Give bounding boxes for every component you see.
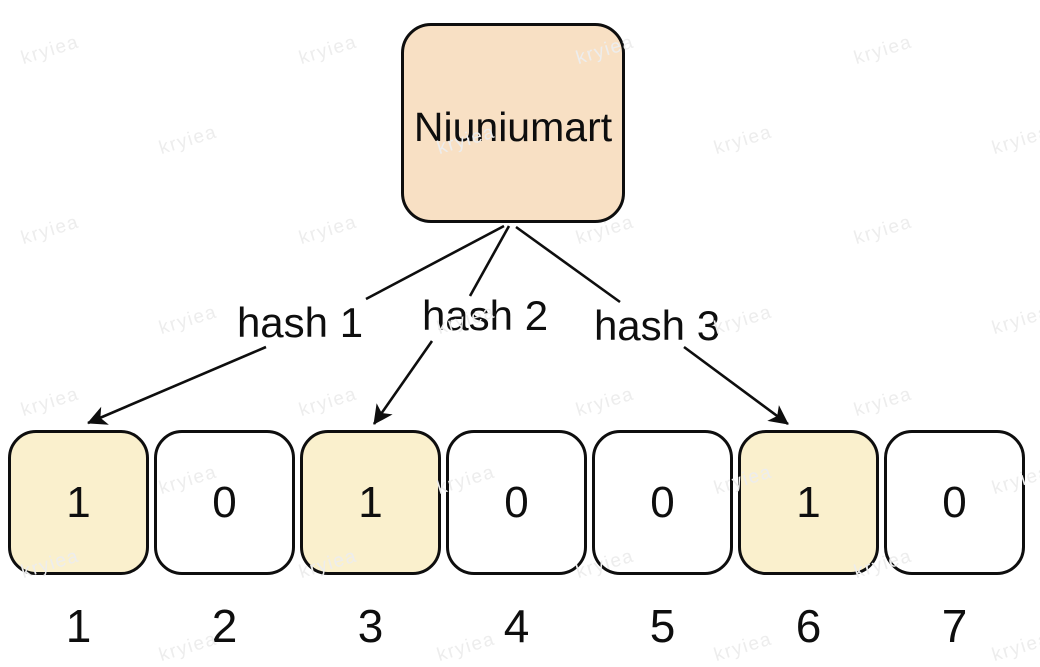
arrow-hash1-cell1 bbox=[87, 345, 267, 425]
cell-index: 7 bbox=[941, 600, 968, 652]
bit-cell: 0 bbox=[446, 430, 587, 575]
bit-cell: 1 bbox=[300, 430, 441, 575]
connector-root-hash2 bbox=[468, 225, 511, 297]
index-row: 1 2 3 4 5 6 7 bbox=[8, 598, 1025, 656]
root-node: Niuniumart bbox=[401, 23, 625, 223]
bit-cell-value: 0 bbox=[650, 477, 675, 527]
arrow-hash3-cell6 bbox=[683, 345, 789, 426]
hash3-label: hash 3 bbox=[593, 302, 721, 349]
bit-cell: 0 bbox=[592, 430, 733, 575]
bit-cell-value: 1 bbox=[796, 477, 821, 527]
arrow-hash2-cell3 bbox=[372, 340, 434, 425]
bit-cell-value: 0 bbox=[212, 477, 237, 527]
cell-index: 6 bbox=[795, 600, 822, 652]
bit-cell-value: 0 bbox=[504, 477, 529, 527]
hash1-label: hash 1 bbox=[236, 299, 364, 346]
cell-index: 4 bbox=[503, 600, 530, 652]
cell-index: 1 bbox=[65, 600, 92, 652]
connector-root-hash1 bbox=[365, 224, 505, 301]
cell-index: 5 bbox=[649, 600, 676, 652]
bit-cell-value: 1 bbox=[66, 477, 91, 527]
connector-root-hash3 bbox=[515, 225, 621, 304]
bit-cell: 0 bbox=[154, 430, 295, 575]
bit-cell: 1 bbox=[8, 430, 149, 575]
bit-cell: 0 bbox=[884, 430, 1025, 575]
bit-array: 1 0 1 0 0 1 0 bbox=[8, 430, 1025, 575]
cell-index: 2 bbox=[211, 600, 238, 652]
bit-cell-value: 0 bbox=[942, 477, 967, 527]
root-node-label: Niuniumart bbox=[413, 103, 613, 150]
bit-cell: 1 bbox=[738, 430, 879, 575]
bit-cell-value: 1 bbox=[358, 477, 383, 527]
hash2-label: hash 2 bbox=[421, 292, 549, 339]
cell-index: 3 bbox=[357, 600, 384, 652]
